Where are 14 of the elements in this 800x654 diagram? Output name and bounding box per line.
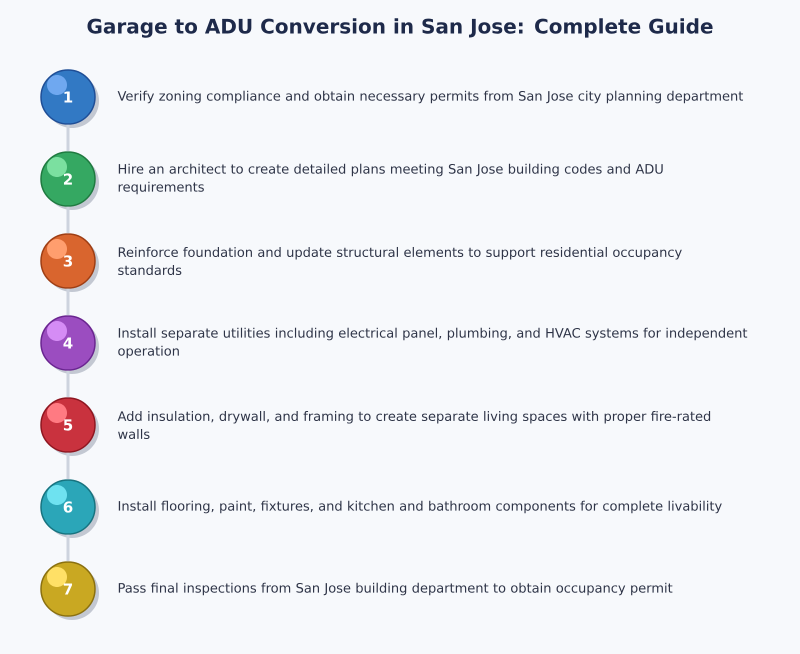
connector-line [66, 370, 70, 398]
connector-line [66, 288, 70, 316]
step-text: Verify zoning compliance and obtain necessary permits from San Jose city planning department [118, 90, 744, 104]
step-text: Reinforce foundation and update structural elements to support residential occupancy standards [118, 246, 682, 276]
step-text: Install separate utilities including electrical panel, plumbing, and HVAC systems for independent operation [118, 328, 748, 358]
step-text: Install flooring, paint, fixtures, and kitchen and bathroom components for complete livability [118, 500, 722, 514]
title: Garage to ADU Conversion in San Jose: Complete Guide [87, 18, 713, 38]
connector-line [66, 534, 70, 562]
step-text: Add insulation, drywall, and framing to create separate living spaces with proper fire-rated walls [118, 410, 710, 440]
step-text: Pass final inspections from San Jose building department to obtain occupancy permit [118, 582, 672, 596]
connector-line [66, 124, 70, 152]
connector-line [66, 206, 70, 234]
step-text: Hire an architect to create detailed plans meeting San Jose building codes and ADU requirements [118, 164, 663, 194]
connector-line [66, 452, 70, 480]
